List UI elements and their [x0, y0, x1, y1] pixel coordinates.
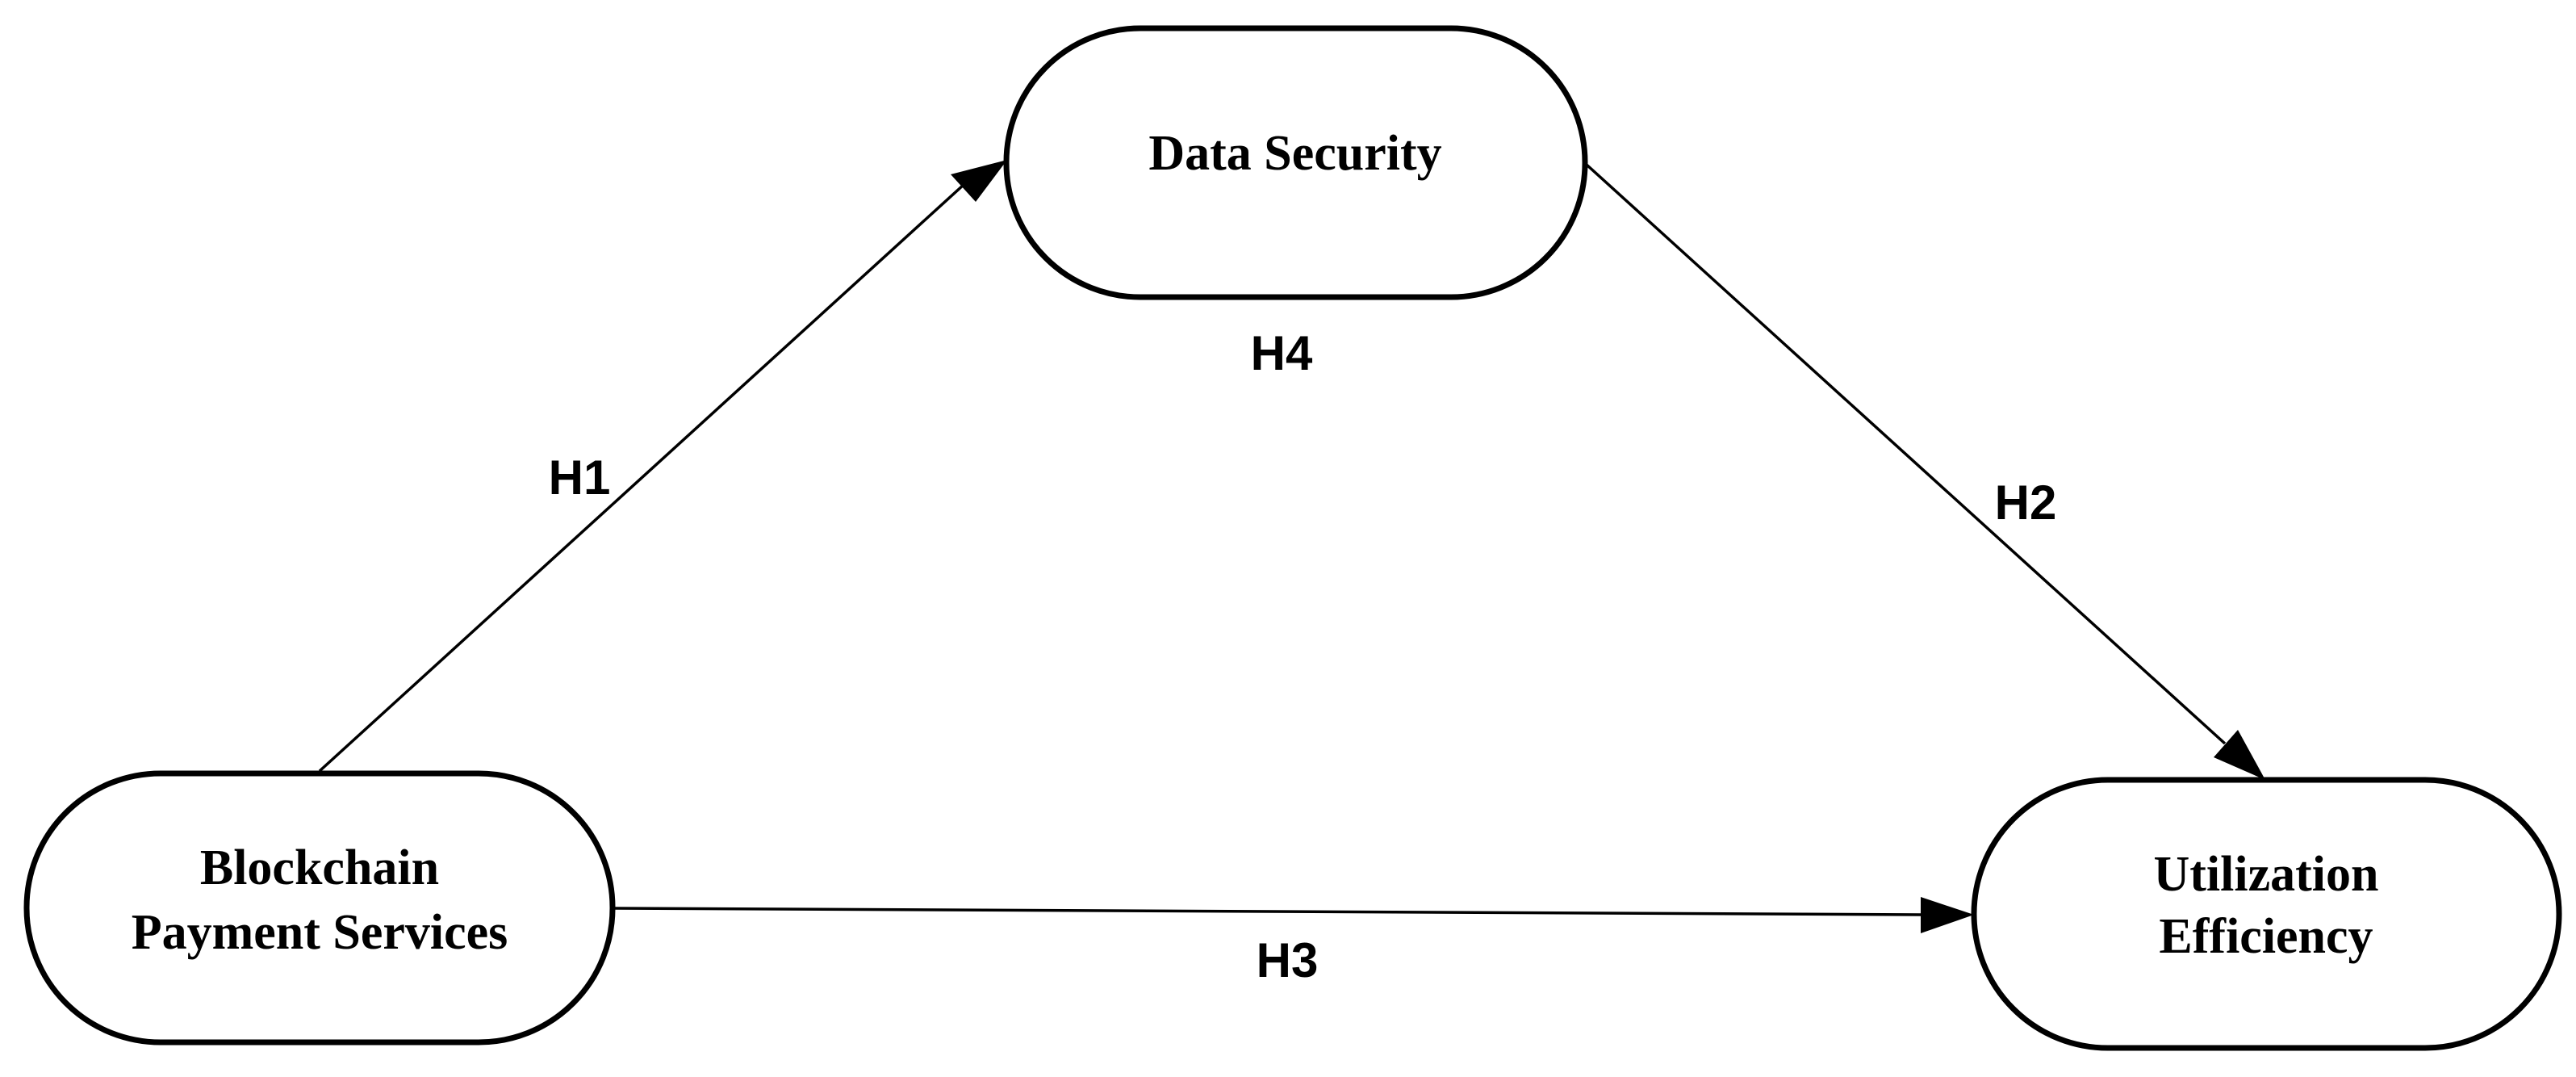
node-utilization-shape	[1971, 777, 2562, 1051]
edge-h3-arrowhead	[1921, 897, 1974, 933]
node-blockchain-label-line2: Payment Services	[132, 905, 508, 960]
edge-h1-line	[318, 182, 966, 773]
edge-h3-line	[613, 907, 1922, 916]
edge-h2-label: H2	[1995, 476, 2057, 530]
node-blockchain-label-line1: Blockchain	[200, 840, 439, 895]
node-utilization-label-line1: Utilization	[2154, 847, 2379, 902]
node-blockchain-shape	[23, 770, 616, 1046]
edge-h2-arrowhead	[2214, 730, 2265, 780]
edge-h3	[613, 897, 1974, 933]
edge-h1	[318, 160, 1007, 773]
edge-h3-label: H3	[1257, 933, 1319, 987]
node-blockchain-payment-services: Blockchain Payment Services	[23, 770, 616, 1046]
edge-h1-arrowhead	[951, 160, 1007, 202]
node-data-security-label: Data Security	[1148, 126, 1441, 181]
node-utilization-label-line2: Efficiency	[2159, 909, 2373, 964]
node-data-security: Data Security	[1003, 25, 1588, 300]
node-data-security-shape	[1003, 25, 1588, 300]
edge-h4-label: H4	[1251, 326, 1313, 380]
edge-h1-label: H1	[549, 450, 611, 505]
edge-h2-line	[1585, 163, 2227, 745]
edge-h2	[1585, 163, 2265, 780]
node-utilization-efficiency: Utilization Efficiency	[1971, 777, 2562, 1051]
